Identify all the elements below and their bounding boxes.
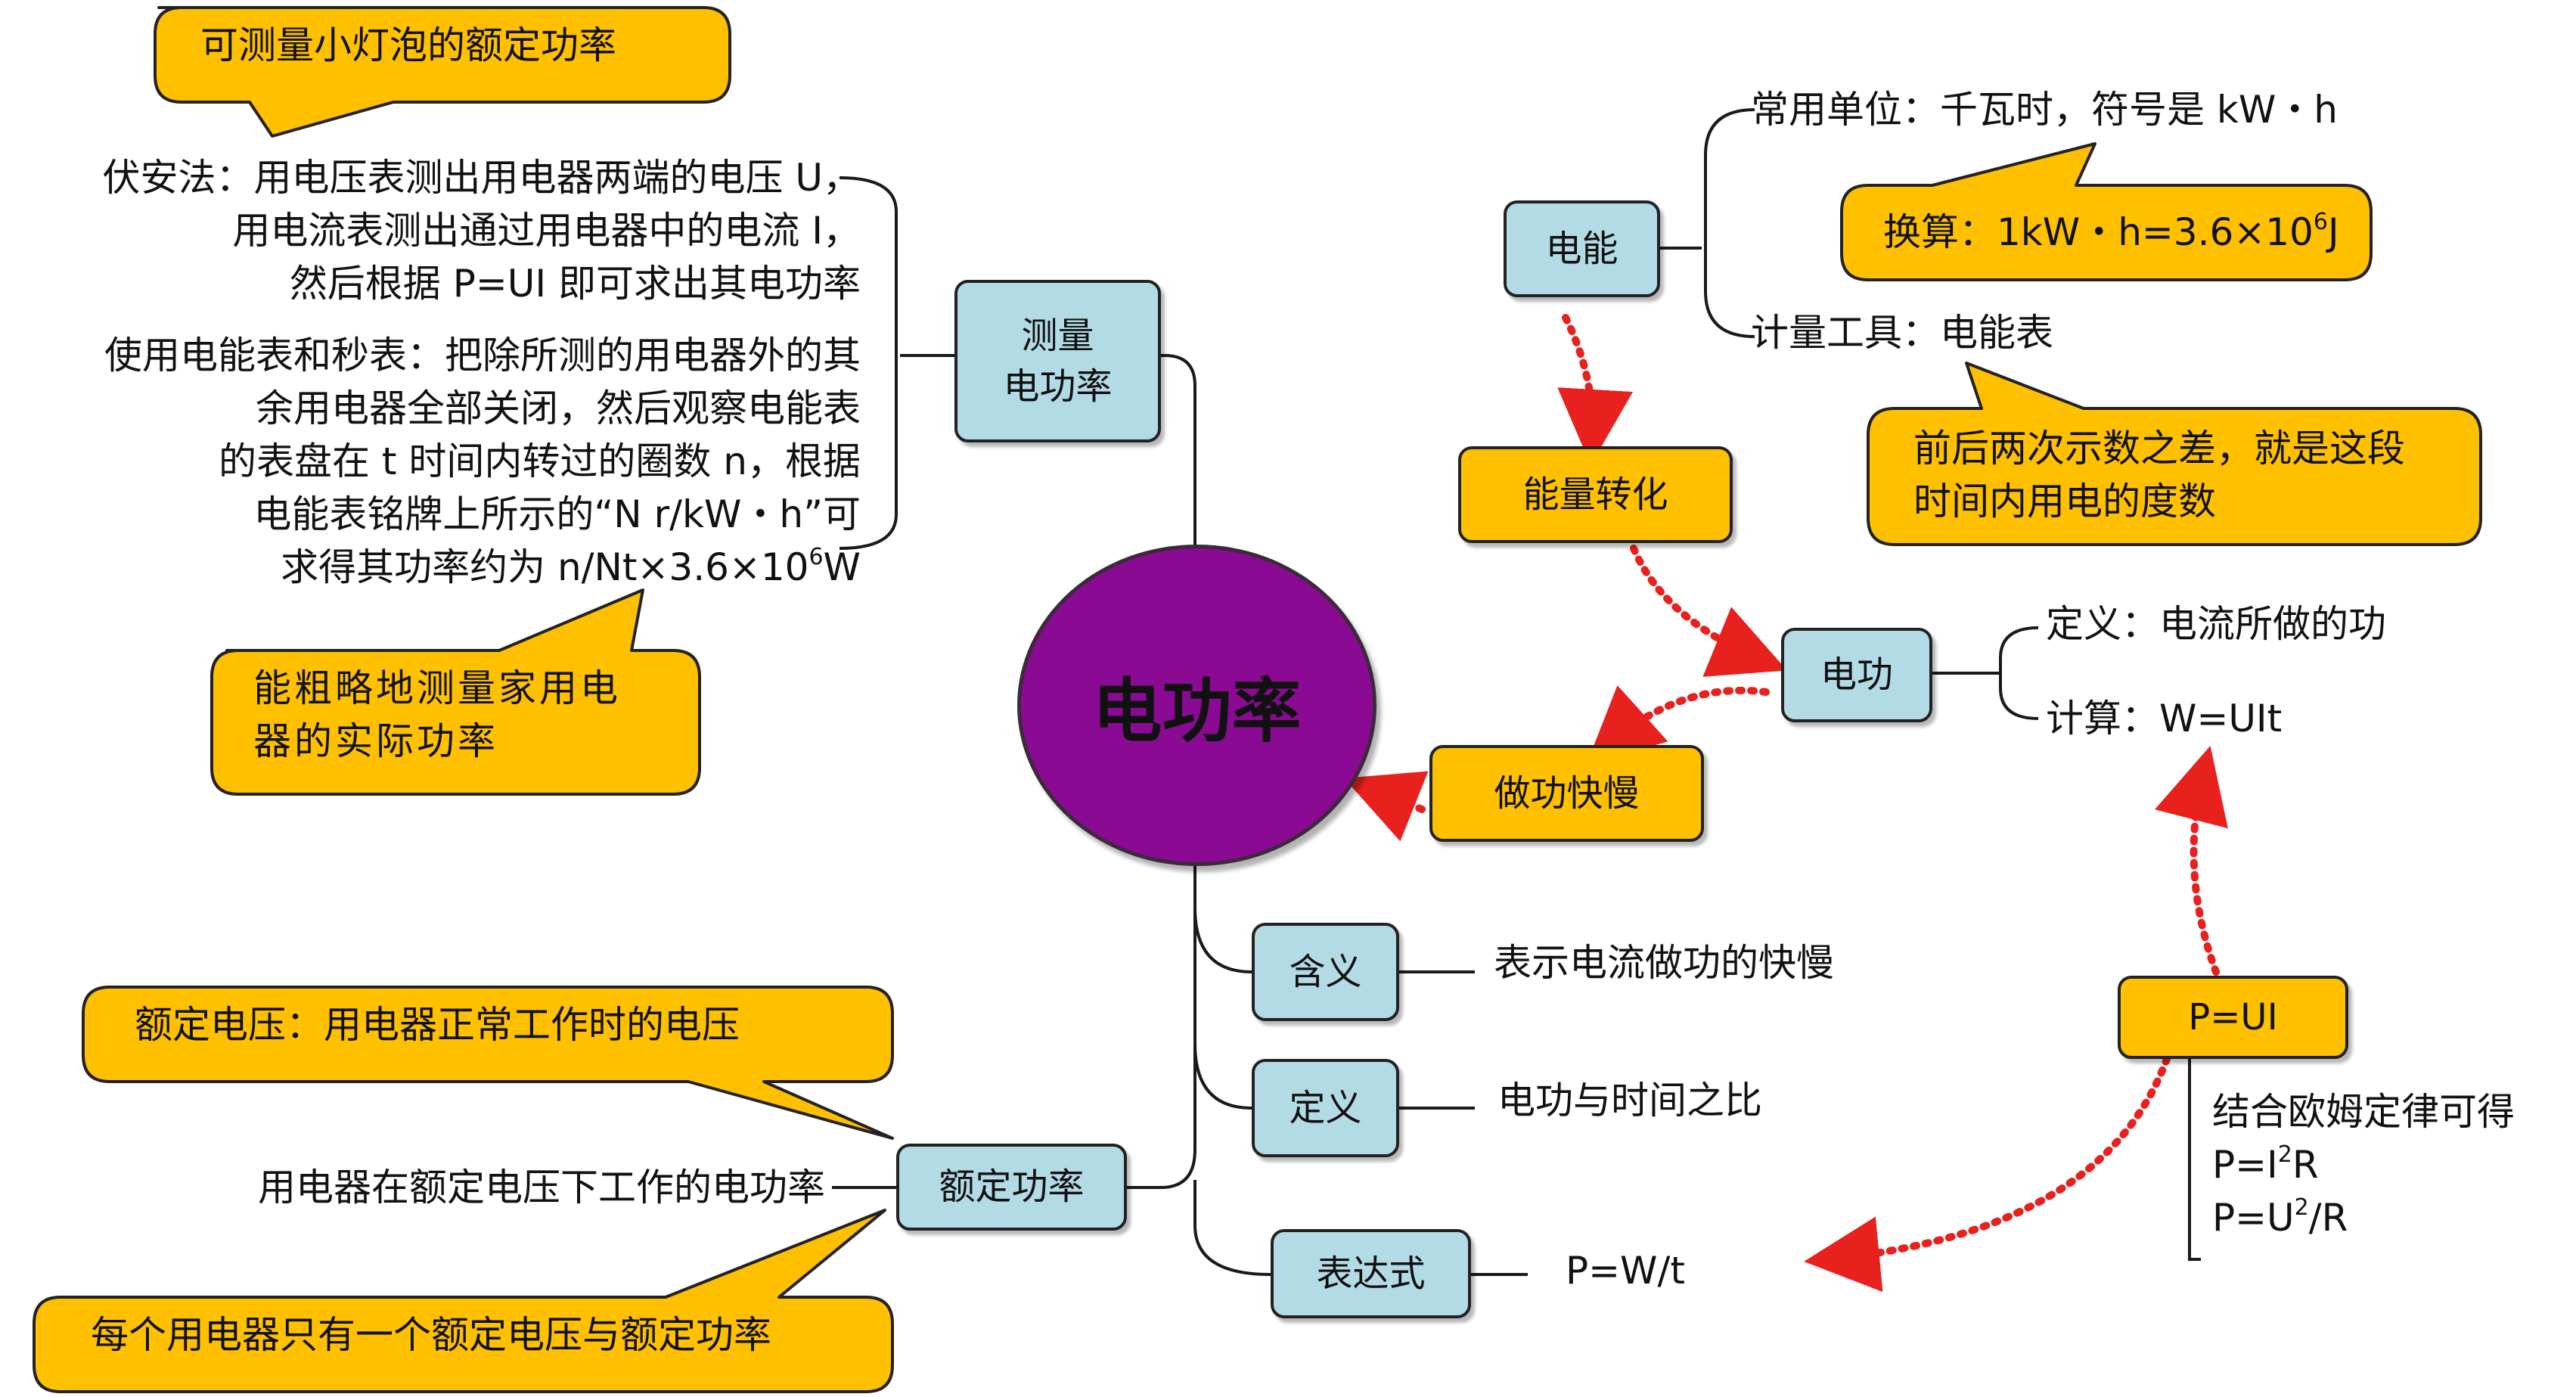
- text-meaning: 表示电流做功的快慢: [1494, 941, 1834, 985]
- text-ohm-law: 结合欧姆定律可得: [2212, 1090, 2515, 1134]
- text-work-calculation: 计算：W=UIt: [2046, 697, 2283, 740]
- text-voltmeter-ammeter-method: 伏安法：用电压表测出用电器两端的电压 U， 用电流表测出通过用电器中的电流 I，…: [102, 156, 861, 306]
- center-node-electric-power[interactable]: 电功率: [1017, 545, 1376, 866]
- p-u2r-suffix: /R: [2308, 1196, 2348, 1240]
- meter-formula-suffix: W: [823, 545, 861, 589]
- callout-reading-difference: 前后两次示数之差，就是这段 时间内用电的度数: [1913, 427, 2405, 523]
- arrow-speed-to-center: [1344, 771, 1429, 842]
- text-p-i2r: P=I2R: [2212, 1138, 2319, 1191]
- callout-bulb: 可测量小灯泡的额定功率: [200, 23, 616, 67]
- callout-only-one-rating: 每个用电器只有一个额定电压与额定功率: [91, 1313, 771, 1357]
- text-common-unit: 常用单位：千瓦时，符号是 kW・h: [1751, 88, 2338, 132]
- node-rated-power[interactable]: 额定功率: [896, 1144, 1127, 1231]
- arrow-pui-to-calc: [2155, 745, 2228, 976]
- arrow-pui-to-expression: [1804, 1055, 2171, 1293]
- node-definition[interactable]: 定义: [1252, 1059, 1399, 1157]
- text-work-definition: 定义：电流所做的功: [2046, 602, 2386, 646]
- text-definition: 电功与时间之比: [1497, 1079, 1762, 1122]
- conversion-prefix: 换算：1kW・h=3.6×10: [1883, 210, 2314, 254]
- callout-bulb-shape: [154, 6, 731, 138]
- node-energy-conversion[interactable]: 能量转化: [1458, 446, 1733, 543]
- text-meter-formula: 求得其功率约为 n/Nt×3.6×106W: [281, 541, 861, 594]
- callout-calc-shape: [1840, 142, 2373, 281]
- text-p-u2r: P=U2/R: [2212, 1191, 2348, 1244]
- callout-difference-shape: [1867, 362, 2482, 546]
- callout-rough-shape: [210, 588, 701, 796]
- p-i2r-suffix: R: [2292, 1143, 2319, 1187]
- arrow-energy-to-conversion: [1557, 314, 1634, 465]
- callout-only-one-shape: [33, 1209, 894, 1393]
- node-electric-energy[interactable]: 电能: [1504, 200, 1660, 297]
- arrow-conversion-to-work: [1630, 545, 1787, 677]
- conversion-suffix: J: [2327, 210, 2339, 254]
- p-u2r-exponent: 2: [2294, 1194, 2309, 1221]
- node-measure-power[interactable]: 测量 电功率: [954, 280, 1161, 442]
- callout-shapes: [33, 6, 2482, 1393]
- meter-formula-exponent: 6: [808, 544, 824, 570]
- p-i2r-exponent: 2: [2277, 1141, 2292, 1168]
- meter-formula-prefix: 求得其功率约为 n/Nt×3.6×10: [281, 545, 809, 589]
- callout-rough-estimate: 能粗略地测量家用电 器的实际功率: [253, 666, 621, 763]
- callout-rated-voltage: 额定电压：用电器正常工作时的电压: [135, 1003, 740, 1047]
- tree-connectors: [832, 108, 2201, 1276]
- text-measuring-tool: 计量工具：电能表: [1751, 311, 2053, 355]
- red-arrows: [1344, 314, 2228, 1293]
- node-p-ui[interactable]: P=UI: [2118, 976, 2348, 1059]
- conversion-exponent: 6: [2313, 209, 2328, 235]
- text-meter-timer-method: 使用电能表和秒表：把除所测的用电器外的其 余用电器全部关闭，然后观察电能表 的表…: [104, 334, 861, 536]
- node-work-speed[interactable]: 做功快慢: [1429, 745, 1704, 842]
- node-expression[interactable]: 表达式: [1271, 1229, 1471, 1318]
- p-u2r-prefix: P=U: [2212, 1196, 2295, 1240]
- node-meaning[interactable]: 含义: [1252, 923, 1399, 1021]
- arrow-work-to-speed: [1586, 685, 1770, 765]
- p-i2r-prefix: P=I: [2212, 1143, 2278, 1187]
- callout-rated-voltage-shape: [82, 986, 894, 1140]
- node-electric-work[interactable]: 电功: [1781, 628, 1932, 722]
- text-rated-power-definition: 用电器在额定电压下工作的电功率: [258, 1166, 825, 1209]
- callout-unit-conversion: 换算：1kW・h=3.6×106J: [1883, 206, 2339, 259]
- text-expression: P=W/t: [1566, 1249, 1685, 1293]
